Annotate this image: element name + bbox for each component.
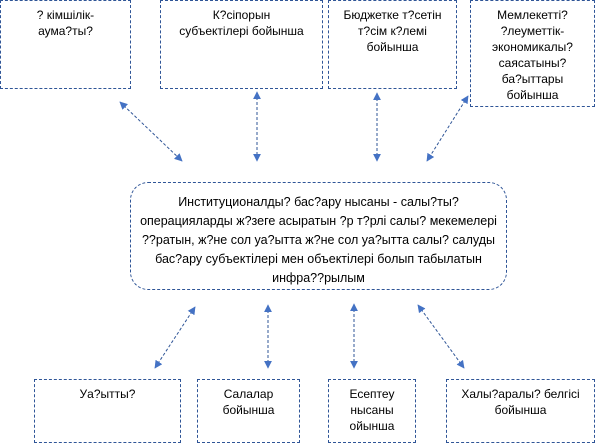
top-box-budget-revenue: Бюджетке т?сетін т?сім к?лемі бойынша	[328, 0, 457, 89]
arrow-bottom-4	[417, 304, 465, 369]
bottom-box-calculation-form: Есептеу нысаны ойынша	[328, 379, 416, 443]
arrow-bottom-1	[154, 306, 196, 369]
bottom-box-time: Уа?ытты?	[34, 379, 181, 443]
top-box-socioeconomic-policy: Мемлекетті? ?леуметтік- экономикалы? сая…	[470, 0, 595, 107]
top-box-administrative: ? кімшілік- аума?ты?	[0, 0, 131, 89]
arrow-top-4	[426, 95, 469, 162]
bottom-box-international: Халы?аралы? белгісі бойынша	[446, 379, 595, 443]
center-box-institutional-form: Институционалды? бас?ару нысаны - салы?т…	[130, 182, 507, 290]
arrow-top-1	[119, 101, 183, 162]
bottom-box-sectors: Салалар бойынша	[197, 379, 300, 443]
top-box-enterprise-subjects: К?сіпорын субъектілері бойынша	[160, 0, 323, 89]
